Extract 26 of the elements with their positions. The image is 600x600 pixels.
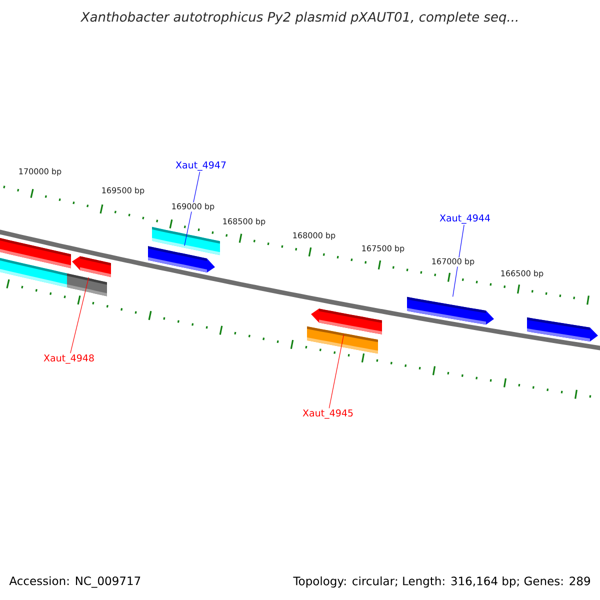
gene-feature	[407, 296, 494, 325]
gene-label: Xaut_4947	[176, 161, 226, 171]
scale-label: 168000 bp	[292, 231, 336, 241]
gene-label: Xaut_4945	[302, 409, 353, 419]
gene-feature	[307, 326, 378, 354]
gene-feature	[67, 273, 107, 296]
scale-label: 169500 bp	[100, 186, 146, 196]
gene-feature	[527, 317, 598, 342]
scale-label: 167500 bp	[360, 244, 406, 254]
scale-label: 170000 bp	[18, 167, 62, 177]
scale-label: 169000 bp	[170, 202, 216, 212]
title: Xanthobacter autotrophicus Py2 plasmid pXAUT01, complete seq...	[80, 12, 518, 24]
gene-feature	[148, 246, 215, 272]
leader-line	[184, 172, 200, 246]
gene-label: Xaut_4944	[440, 214, 490, 224]
leader-line	[452, 224, 464, 297]
scale-label: 167000 bp	[430, 257, 476, 267]
scale-label: 168500 bp	[222, 217, 266, 227]
gene-label: Xaut_4948	[44, 354, 94, 364]
footer-text: Topology: circular; Length: 316,164 bp; Genes: 289	[293, 576, 590, 588]
gene-feature	[72, 256, 111, 278]
leader-line	[328, 334, 344, 408]
leader-line	[70, 276, 90, 354]
scale-label: 166500 bp	[500, 269, 544, 279]
gene-feature	[0, 256, 67, 288]
footer-text: Accession: NC_009717	[9, 576, 140, 588]
